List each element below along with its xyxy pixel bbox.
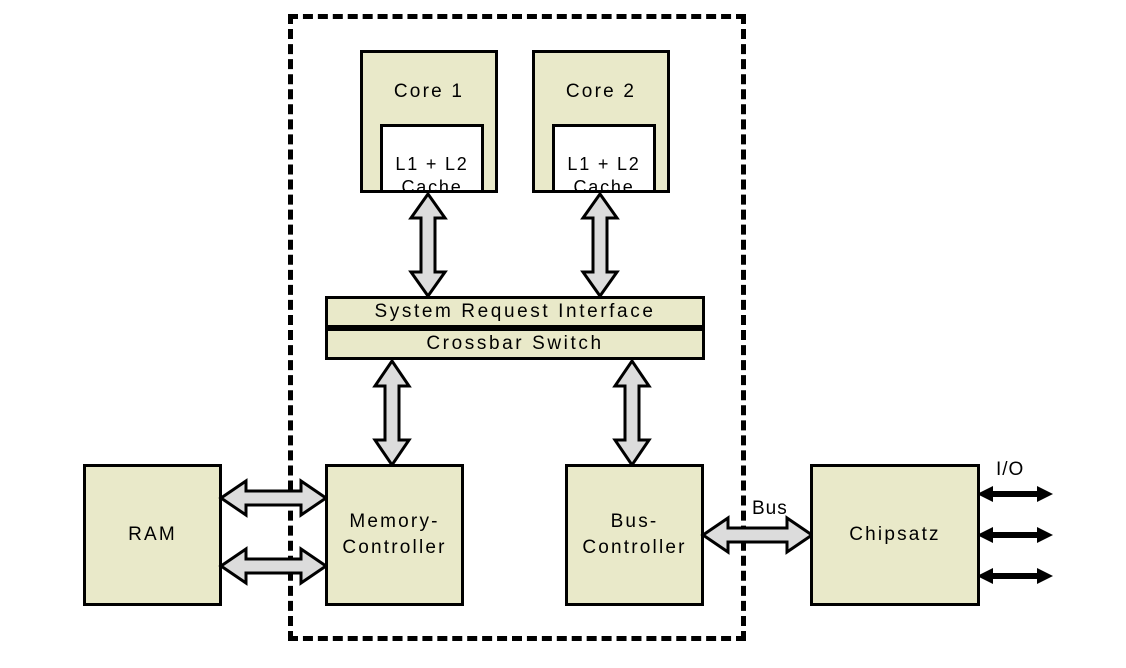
memory-controller-label: Memory- Controller [342, 511, 447, 558]
bus-controller-box[interactable]: Bus- Controller [565, 464, 704, 606]
arrow-core1-to-system-request-interface [408, 191, 448, 299]
arrow-crossbar-to-bus-controller [612, 358, 652, 468]
arrow-ram-to-memory-controller-lower [218, 546, 329, 586]
core-1-box[interactable]: Core 1 L1 + L2 Cache [360, 50, 498, 197]
system-request-interface-label: System Request Interface [374, 301, 656, 322]
io-arrow-1 [977, 484, 1053, 504]
arrow-bus-controller-to-chipsatz [700, 515, 815, 555]
io-arrow-2 [977, 525, 1053, 545]
core-1-cache-label: L1 + L2 Cache [395, 154, 469, 198]
arrow-ram-to-memory-controller-upper [218, 478, 329, 518]
ram-label: RAM [128, 524, 177, 546]
bus-label-text: Bus [752, 498, 788, 519]
crossbar-switch-label: Crossbar Switch [426, 333, 604, 354]
crossbar-switch-bar[interactable]: Crossbar Switch [325, 328, 705, 360]
io-arrow-3 [977, 566, 1053, 586]
core-1-cache-box[interactable]: L1 + L2 Cache [380, 124, 484, 197]
core-2-cache-label: L1 + L2 Cache [567, 154, 641, 198]
core-2-box[interactable]: Core 2 L1 + L2 Cache [532, 50, 670, 197]
core-1-label: Core 1 [393, 81, 465, 102]
io-connection-label: I/O [996, 459, 1024, 481]
chipsatz-label: Chipsatz [849, 524, 941, 546]
core-2-label: Core 2 [565, 81, 637, 102]
chipsatz-box[interactable]: Chipsatz [810, 464, 980, 606]
bus-connection-label: Bus [752, 498, 788, 520]
arrow-core2-to-system-request-interface [580, 191, 620, 299]
io-label-text: I/O [996, 459, 1025, 480]
cpu-die-boundary [288, 14, 746, 641]
memory-controller-box[interactable]: Memory- Controller [325, 464, 464, 606]
ram-box[interactable]: RAM [83, 464, 222, 606]
arrow-crossbar-to-memory-controller [372, 358, 412, 468]
system-request-interface-bar[interactable]: System Request Interface [325, 296, 705, 328]
bus-controller-label: Bus- Controller [582, 511, 687, 558]
core-2-cache-box[interactable]: L1 + L2 Cache [552, 124, 656, 197]
